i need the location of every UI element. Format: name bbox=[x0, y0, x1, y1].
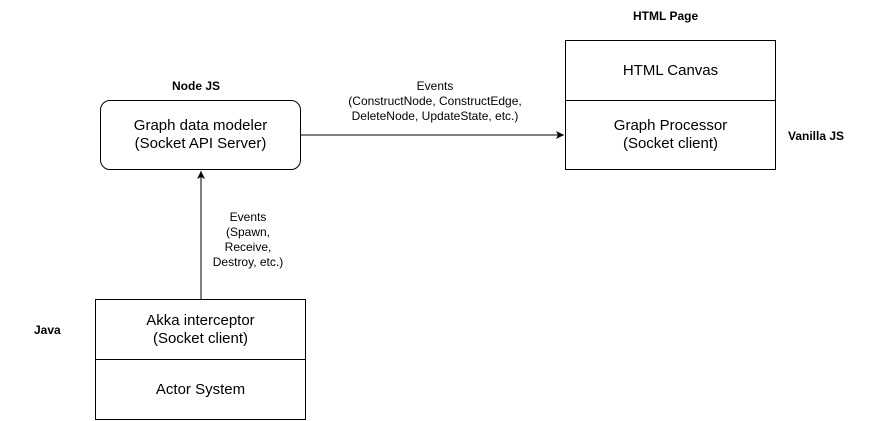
interceptor-title: Akka interceptor bbox=[146, 311, 255, 329]
edge-label-line: DeleteNode, UpdateState, etc.) bbox=[351, 109, 519, 123]
actor-system-label: Actor System bbox=[155, 380, 246, 398]
html-canvas-label: HTML Canvas bbox=[622, 61, 719, 79]
edge-label-interceptor-to-modeler: Events (Spawn, Receive, Destroy, etc.) bbox=[198, 210, 298, 270]
java-label: Java bbox=[34, 323, 61, 337]
graph-data-modeler-box: Graph data modeler (Socket API Server) bbox=[100, 100, 301, 170]
vanilla-js-label: Vanilla JS bbox=[788, 129, 845, 143]
edge-label-modeler-to-processor: Events (ConstructNode, ConstructEdge, De… bbox=[320, 79, 550, 124]
edge-label-line: Events bbox=[416, 79, 454, 93]
edge-label-line: (ConstructNode, ConstructEdge, bbox=[348, 94, 522, 108]
akka-interceptor-box: Akka interceptor (Socket client) bbox=[95, 299, 306, 360]
html-page-label: HTML Page bbox=[633, 9, 699, 23]
modeler-title: Graph data modeler bbox=[133, 117, 268, 134]
edge-label-line: Events bbox=[229, 210, 267, 224]
actor-system-box: Actor System bbox=[95, 359, 306, 420]
processor-title: Graph Processor bbox=[613, 117, 728, 134]
html-canvas-box: HTML Canvas bbox=[565, 40, 776, 101]
processor-subtitle: (Socket client) bbox=[622, 135, 719, 152]
graph-processor-box: Graph Processor (Socket client) bbox=[565, 100, 776, 170]
modeler-subtitle: (Socket API Server) bbox=[134, 135, 267, 152]
edge-label-line: Receive, bbox=[224, 240, 272, 254]
node-js-label: Node JS bbox=[172, 79, 221, 93]
edge-label-line: (Spawn, bbox=[225, 225, 271, 239]
interceptor-subtitle: (Socket client) bbox=[152, 329, 249, 347]
edge-label-line: Destroy, etc.) bbox=[212, 255, 284, 269]
